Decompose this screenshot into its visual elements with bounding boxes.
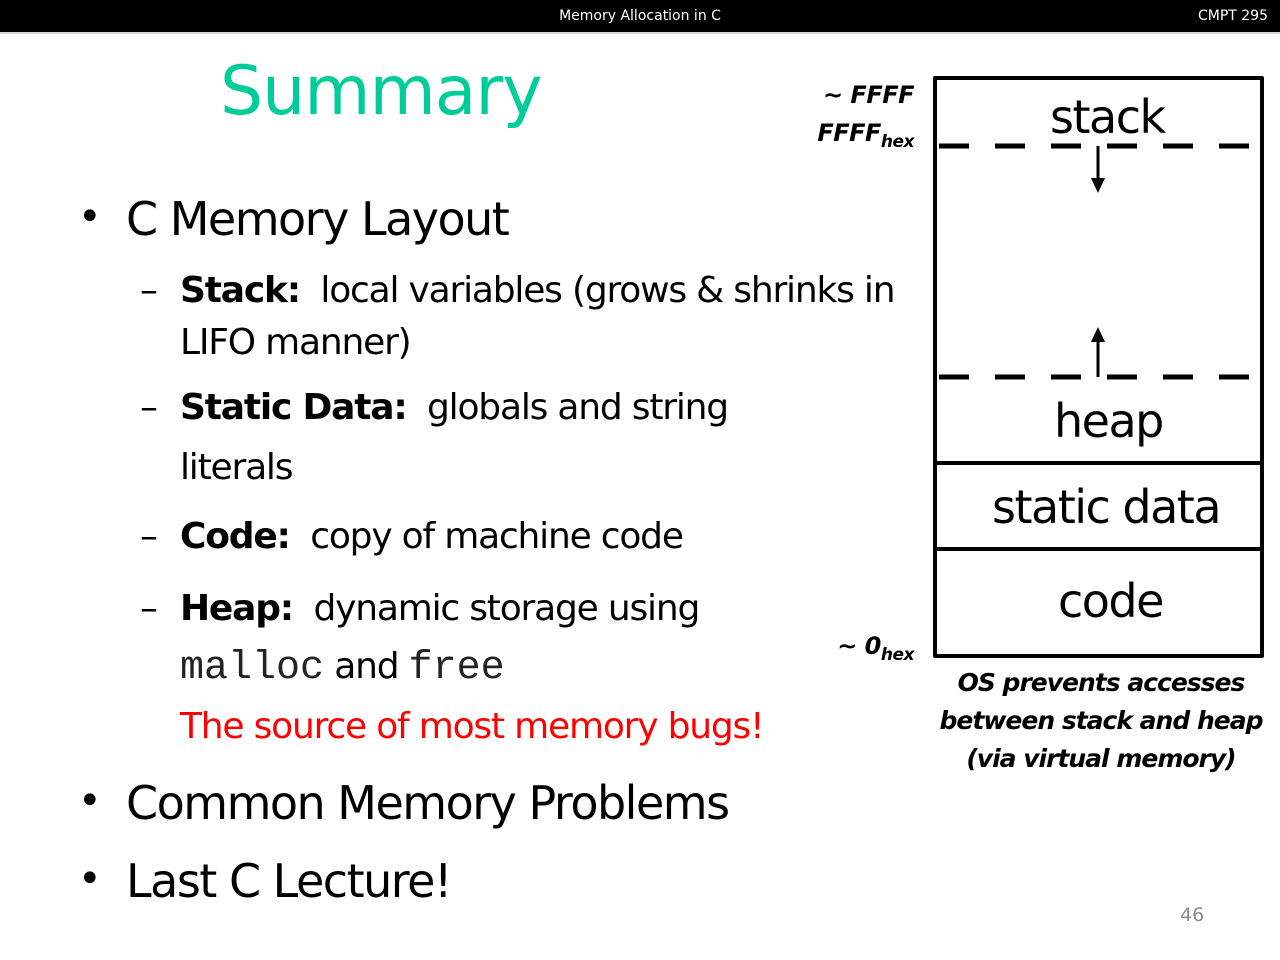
sub-item-heap: Heap: dynamic storage using (180, 588, 701, 629)
segment-code: code (1058, 574, 1164, 628)
segment-stack: stack (1050, 90, 1166, 144)
stack-grows-down-arrow-icon (1091, 146, 1105, 193)
code-malloc: malloc (180, 646, 325, 691)
and-text: and (334, 646, 399, 687)
bullet-memory-layout: C Memory Layout (126, 192, 510, 246)
desc-static-data: globals and string (427, 387, 729, 428)
bullet-last-lecture: Last C Lecture! (126, 854, 452, 908)
header-course: CMPT 295 (1197, 8, 1268, 24)
dash-icon: – (140, 516, 158, 557)
top-address-value: FFFF (817, 119, 881, 147)
term-code: Code: (180, 516, 291, 557)
bullet-icon: • (78, 856, 102, 902)
desc-static-data-cont: literals (180, 447, 294, 488)
memory-box (933, 76, 1264, 658)
header-title: Memory Allocation in C (559, 8, 721, 24)
slide-title: Summary (220, 52, 543, 131)
term-stack: Stack: (180, 270, 301, 311)
desc-stack: local variables (grows & shrinks in (320, 270, 895, 311)
desc-heap: dynamic storage using (313, 588, 701, 629)
sub-item-stack: Stack: local variables (grows & shrinks … (180, 270, 896, 311)
top-address-line1: ~ FFFF (822, 81, 915, 109)
header-divider (0, 32, 1280, 34)
code-free: free (408, 646, 505, 691)
term-static-data: Static Data: (180, 387, 408, 428)
heap-functions: malloc and free (180, 646, 505, 691)
term-heap: Heap: (180, 588, 294, 629)
top-address-label: ~ FFFF FFFFhex (800, 76, 914, 161)
header-bar: Memory Allocation in C CMPT 295 (0, 0, 1280, 32)
segment-heap: heap (1054, 394, 1164, 448)
bullet-icon: • (78, 194, 102, 240)
segment-static-data: static data (992, 480, 1222, 534)
page-number: 46 (1180, 904, 1205, 926)
dash-icon: – (140, 588, 158, 629)
dash-icon: – (140, 387, 158, 428)
os-note-line1: OS prevents accesses (957, 668, 1246, 697)
bottom-address-label: ~ 0hex (800, 632, 914, 665)
bottom-address-sub: hex (880, 645, 915, 665)
os-note-line2: between stack and heap (939, 706, 1264, 735)
warning-text: The source of most memory bugs! (180, 706, 765, 747)
heap-grows-up-arrow-icon (1091, 327, 1105, 377)
desc-stack-cont: LIFO manner) (180, 322, 412, 363)
top-address-line2: FFFFhex (800, 114, 914, 161)
bullet-common-problems: Common Memory Problems (126, 776, 730, 830)
bottom-address-value: ~ 0 (837, 632, 881, 660)
os-note-line3: (via virtual memory) (966, 744, 1236, 773)
top-address-sub: hex (880, 132, 915, 152)
desc-code: copy of machine code (310, 516, 684, 557)
sub-item-static-data: Static Data: globals and string (180, 387, 729, 428)
os-note: OS prevents accesses between stack and h… (926, 664, 1276, 778)
dash-icon: – (140, 270, 158, 311)
bullet-icon: • (78, 778, 102, 824)
sub-item-code: Code: copy of machine code (180, 516, 684, 557)
